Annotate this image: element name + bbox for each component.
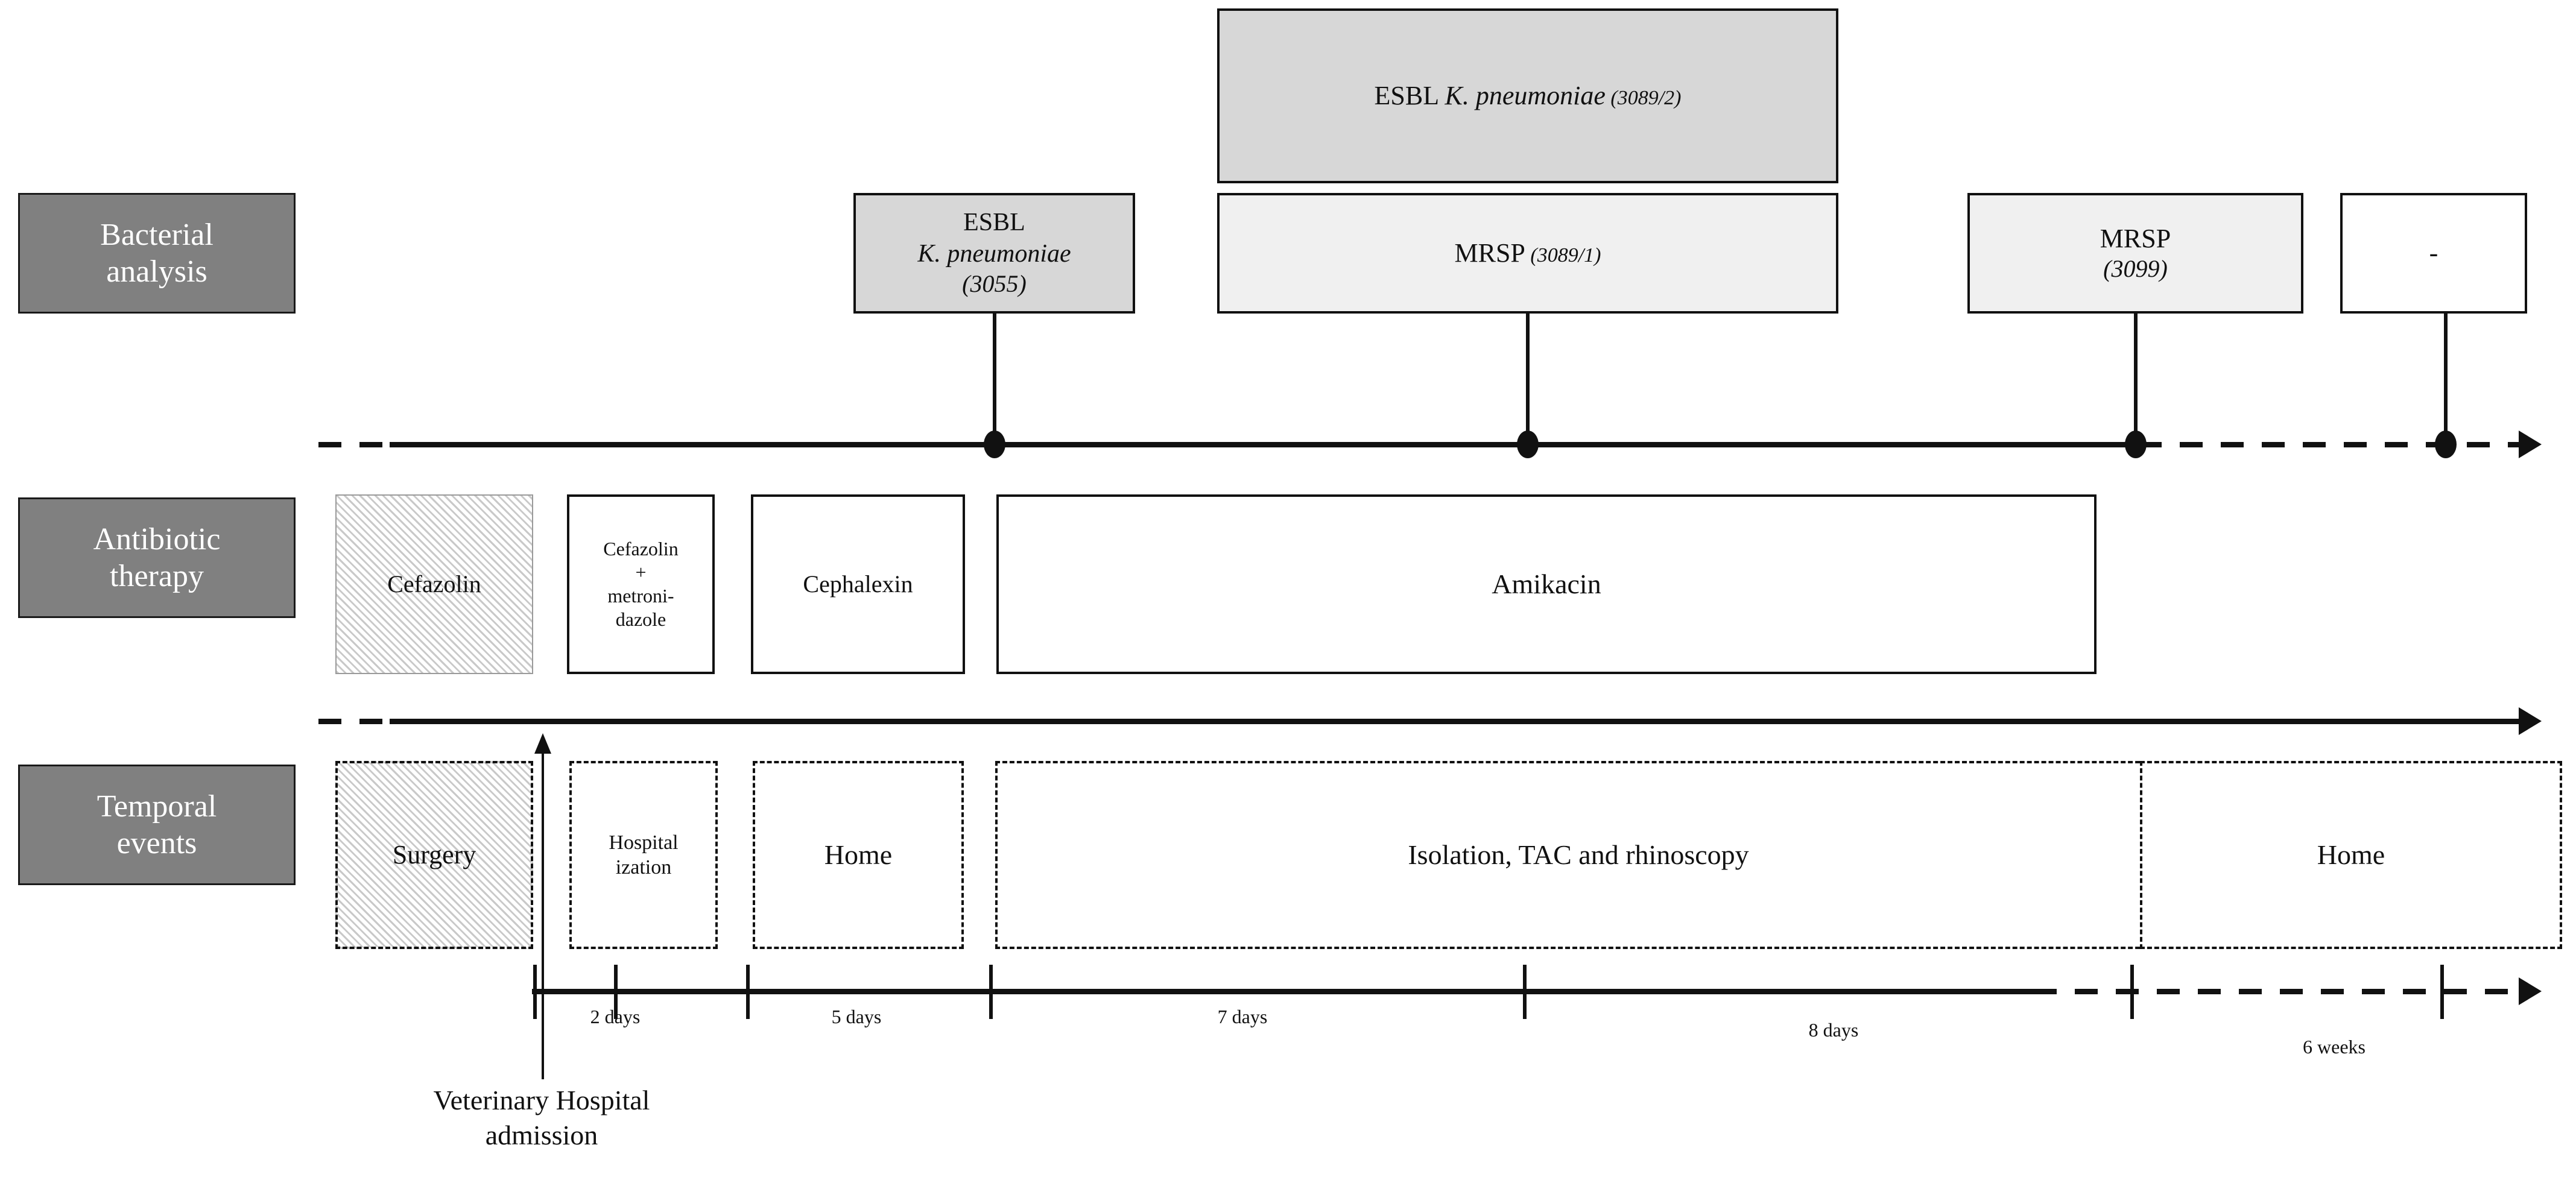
bacterial-box-mrsp-3099: MRSP (3099): [1967, 193, 2303, 314]
temporal-axis-solid: [532, 989, 2034, 994]
mrsp-code: (3089/1): [1525, 244, 1601, 267]
cefmet-line3: metroni-: [607, 585, 674, 607]
connector-esbl-3055: [993, 314, 996, 445]
mrsp-3099-code: (3099): [2103, 255, 2168, 283]
cefmet-line2: +: [635, 561, 647, 583]
duration-label-7-days: 7 days: [1217, 1006, 1268, 1027]
bacterial-axis-dashed-right: [2139, 442, 2519, 447]
bacterial-box-esbl-3089-2-text: ESBL K. pneumoniae (3089/2): [1375, 80, 1682, 112]
esbl-species: K. pneumoniae: [1445, 81, 1606, 111]
hospitalization-line1: Hospital: [609, 831, 679, 854]
admission-annotation-line1: Veterinary Hospital: [433, 1085, 650, 1115]
duration-label-2-days: 2 days: [590, 1006, 641, 1027]
temporal-box-isolation: Isolation, TAC and rhinoscopy: [995, 761, 2162, 949]
bacterial-box-mrsp-3089-1-text: MRSP (3089/1): [1454, 237, 1601, 270]
bacterial-timepoint-mrsp-3099: [2125, 431, 2147, 458]
temporal-tick-6: [2440, 965, 2444, 1019]
bacterial-box-none: -: [2340, 193, 2527, 314]
cefmet-line1: Cefazolin: [603, 537, 679, 560]
duration-label-5-days: 5 days: [831, 1006, 882, 1027]
bacterial-timepoint-esbl-3055: [984, 431, 1005, 458]
antibiotic-axis-arrow-icon: [2519, 707, 2542, 735]
row-label-antibiotic-line2: therapy: [110, 559, 204, 593]
bacterial-axis-solid: [390, 442, 2139, 447]
bacterial-timepoint-none: [2435, 431, 2457, 458]
mrsp-3099-name: MRSP: [2100, 223, 2171, 253]
temporal-tick-5: [2130, 965, 2134, 1019]
esbl-prefix: ESBL: [1374, 81, 1445, 111]
esbl-code: (3089/2): [1605, 87, 1682, 110]
temporal-box-surgery-text: Surgery: [392, 840, 476, 870]
bacterial-box-esbl-3055: ESBL K. pneumoniae (3055): [853, 193, 1135, 314]
temporal-box-surgery: Surgery: [335, 761, 533, 949]
connector-none: [2444, 314, 2448, 445]
bacterial-axis-dashed-left: [318, 442, 390, 447]
antibiotic-box-cefazolin-text: Cefazolin: [387, 570, 481, 598]
bacterial-timepoint-mrsp-3089-1: [1517, 431, 1539, 458]
connector-mrsp-3099: [2134, 314, 2138, 445]
temporal-axis-arrow-icon: [2519, 977, 2542, 1005]
antibiotic-axis-dashed-left: [318, 719, 390, 724]
antibiotic-box-amikacin-text: Amikacin: [1492, 568, 1601, 599]
antibiotic-box-cephalexin-text: Cephalexin: [803, 570, 913, 598]
temporal-tick-3: [989, 965, 993, 1019]
antibiotic-box-amikacin: Amikacin: [996, 494, 2097, 674]
esbl-3055-line3: (3055): [962, 270, 1027, 297]
temporal-tick-1: [614, 965, 618, 1019]
temporal-tick-0: [533, 965, 537, 1019]
antibiotic-box-cephalexin: Cephalexin: [751, 494, 965, 674]
bacterial-axis-arrow-icon: [2519, 431, 2542, 458]
temporal-box-home-last-text: Home: [2317, 839, 2385, 870]
admission-arrow-icon: [534, 733, 551, 754]
esbl-3055-line1: ESBL: [963, 209, 1025, 237]
admission-leader-line: [542, 752, 544, 1079]
row-label-temporal-line2: events: [116, 826, 197, 860]
cefmet-line4: dazole: [615, 608, 666, 631]
temporal-box-home-first: Home: [753, 761, 964, 949]
row-label-bacterial-line2: analysis: [106, 254, 207, 289]
hospitalization-line2: ization: [615, 856, 672, 879]
antibiotic-box-cefazolin-metronidazole: Cefazolin + metroni- dazole: [567, 494, 715, 674]
antibiotic-box-cefazolin: Cefazolin: [335, 494, 533, 674]
duration-label-8-days: 8 days: [1808, 1019, 1859, 1041]
row-label-bacterial-line1: Bacterial: [100, 217, 214, 252]
temporal-box-isolation-text: Isolation, TAC and rhinoscopy: [1408, 839, 1749, 870]
admission-annotation: Veterinary Hospital admission: [361, 1083, 723, 1152]
temporal-tick-4: [1523, 965, 1527, 1019]
temporal-tick-2: [746, 965, 750, 1019]
temporal-box-hospitalization: Hospital ization: [569, 761, 718, 949]
row-label-antibiotic-therapy: Antibiotic therapy: [18, 497, 296, 618]
row-label-temporal-line1: Temporal: [97, 789, 217, 824]
connector-mrsp-3089-1: [1526, 314, 1530, 445]
temporal-axis-dashed-right: [2034, 989, 2519, 994]
temporal-box-home-first-text: Home: [824, 839, 893, 870]
bacterial-box-mrsp-3089-1: MRSP (3089/1): [1217, 193, 1838, 314]
antibiotic-axis-solid: [390, 719, 2519, 724]
bacterial-box-esbl-3089-2: ESBL K. pneumoniae (3089/2): [1217, 8, 1838, 183]
row-label-temporal-events: Temporal events: [18, 765, 296, 885]
temporal-box-home-last: Home: [2140, 761, 2562, 949]
bacterial-box-none-text: -: [2429, 238, 2438, 268]
mrsp-name: MRSP: [1454, 238, 1525, 268]
duration-label-6-weeks: 6 weeks: [2303, 1036, 2366, 1058]
row-label-antibiotic-line1: Antibiotic: [93, 522, 221, 557]
esbl-3055-line2: K. pneumoniae: [917, 239, 1071, 268]
admission-annotation-line2: admission: [485, 1119, 598, 1150]
row-label-bacterial-analysis: Bacterial analysis: [18, 193, 296, 314]
